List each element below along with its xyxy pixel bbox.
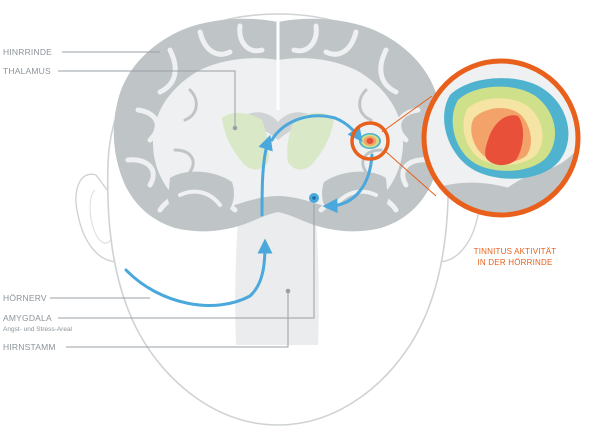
label-thalamus: THALAMUS [3, 66, 51, 76]
label-tinnitus-line2: IN DER HÖRRINDE [477, 258, 552, 267]
leader-thalamus [58, 70, 236, 128]
label-brainstem: HIRNSTAMM [3, 342, 56, 352]
hotspot-ring [350, 121, 390, 161]
brainstem [235, 195, 319, 345]
pathway-stem-to-thalamus [258, 134, 273, 217]
label-cortex: HINRRINDE [3, 47, 52, 57]
cortical-folds [125, 23, 431, 223]
auditory-cortex-hotspot [359, 133, 381, 149]
pathway-thalamus-to-cortex [270, 114, 363, 142]
thalamus-right [287, 112, 334, 170]
label-amygdala-sub: Angst- und Stress-Areal [3, 326, 73, 333]
leader-lines [50, 51, 315, 348]
pathway-cortex-to-amygdala [322, 153, 374, 214]
auditory-pathway [124, 114, 374, 307]
left-ear-inner [89, 189, 113, 244]
zoom-connector [381, 95, 437, 197]
leader-brainstem [66, 291, 289, 348]
zoom-circle [421, 58, 581, 218]
temporal-lobe-left [168, 171, 234, 225]
label-auditory-nerve: HÖRNERV [3, 293, 47, 303]
pathway-nerve-to-stem [124, 238, 273, 307]
label-tinnitus-line1: TINNITUS AKTIVITÄT [474, 247, 557, 256]
leader-amygdala [58, 204, 315, 319]
label-amygdala: AMYGDALA [3, 313, 52, 323]
temporal-fold-left [178, 189, 222, 207]
temporal-fold-right [334, 189, 378, 207]
